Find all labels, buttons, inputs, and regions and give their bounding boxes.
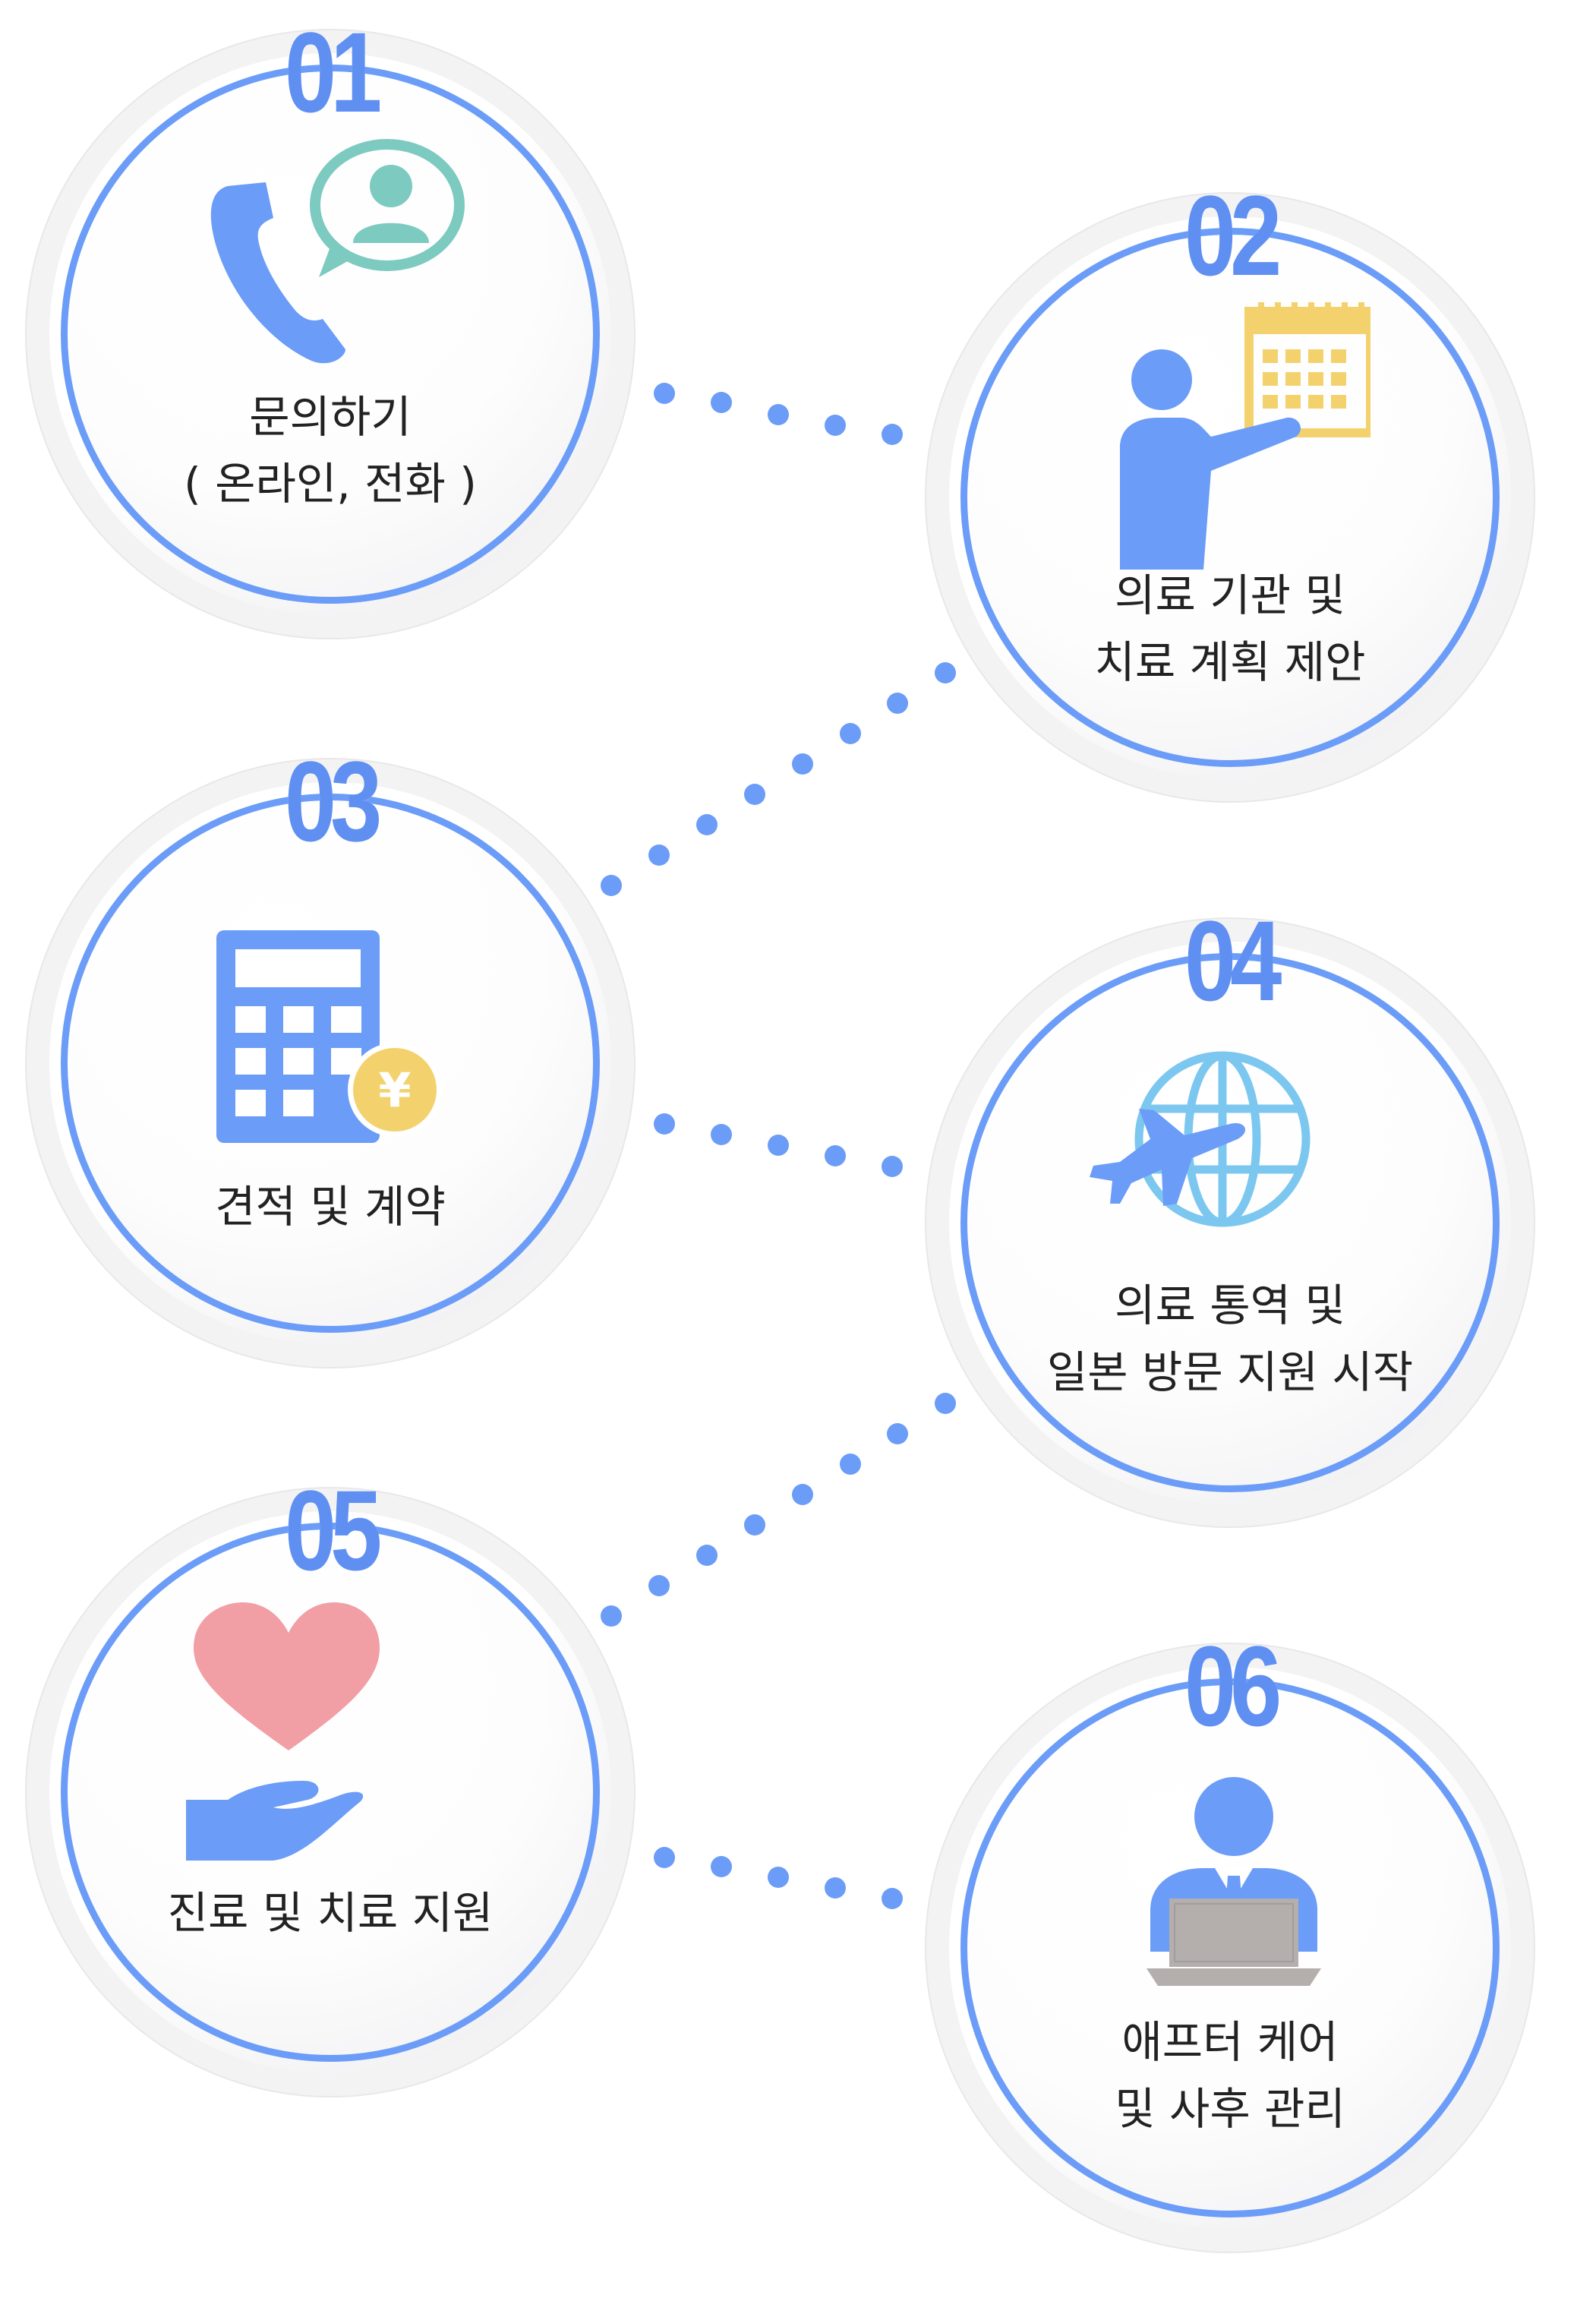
person-laptop-icon <box>1147 1777 1321 1986</box>
step-label-line2: 치료 계획 제안 <box>1094 636 1366 688</box>
step-03: 03 ¥ 견적 및 계약 <box>15 744 645 1378</box>
step-number: 06 <box>1184 1622 1282 1750</box>
step-label-line1: 문의하기 <box>249 391 412 443</box>
step-number: 03 <box>284 737 383 865</box>
step-number: 05 <box>284 1466 383 1594</box>
step-06: 06 애프터 케어 및 사후 관리 <box>915 1629 1545 2263</box>
step-label-line2: 일본 방문 지원 시작 <box>1046 1346 1414 1398</box>
step-label-line1: 의료 기관 및 <box>1115 570 1345 621</box>
step-label-line1: 진료 및 치료 지원 <box>167 1887 494 1939</box>
open-hand-icon <box>186 1781 364 1861</box>
step-label-line1: 견적 및 계약 <box>215 1181 446 1233</box>
svg-text:¥: ¥ <box>378 1062 411 1118</box>
step-label-line1: 애프터 케어 <box>1121 2016 1339 2068</box>
step-number: 01 <box>284 8 383 136</box>
step-number: 02 <box>1184 172 1282 299</box>
heart-hand-icon <box>194 1602 380 1750</box>
phone-chat-icon <box>210 139 465 364</box>
step-04: 04 의료 통역 및 일본 방문 지원 시작 <box>915 897 1545 1538</box>
step-label-line2: ( 온라인, 전화 ) <box>184 458 477 510</box>
step-circle <box>960 228 1500 767</box>
step-number: 04 <box>1184 897 1282 1024</box>
step-02: 02 의료 기관 및 치료 계획 제안 <box>915 178 1545 813</box>
step-05: 05 진료 및 치료 지원 <box>15 1473 645 2107</box>
step-label-line1: 의료 통역 및 <box>1115 1280 1345 1331</box>
step-label-line2: 및 사후 관리 <box>1115 2083 1345 2135</box>
airplane-globe-icon <box>1090 1051 1311 1227</box>
person-calendar-icon <box>1120 302 1370 570</box>
step-01: 01 문의하기 ( 온라인, 전화 ) <box>15 15 645 649</box>
calculator-yen-icon: ¥ <box>216 930 442 1143</box>
